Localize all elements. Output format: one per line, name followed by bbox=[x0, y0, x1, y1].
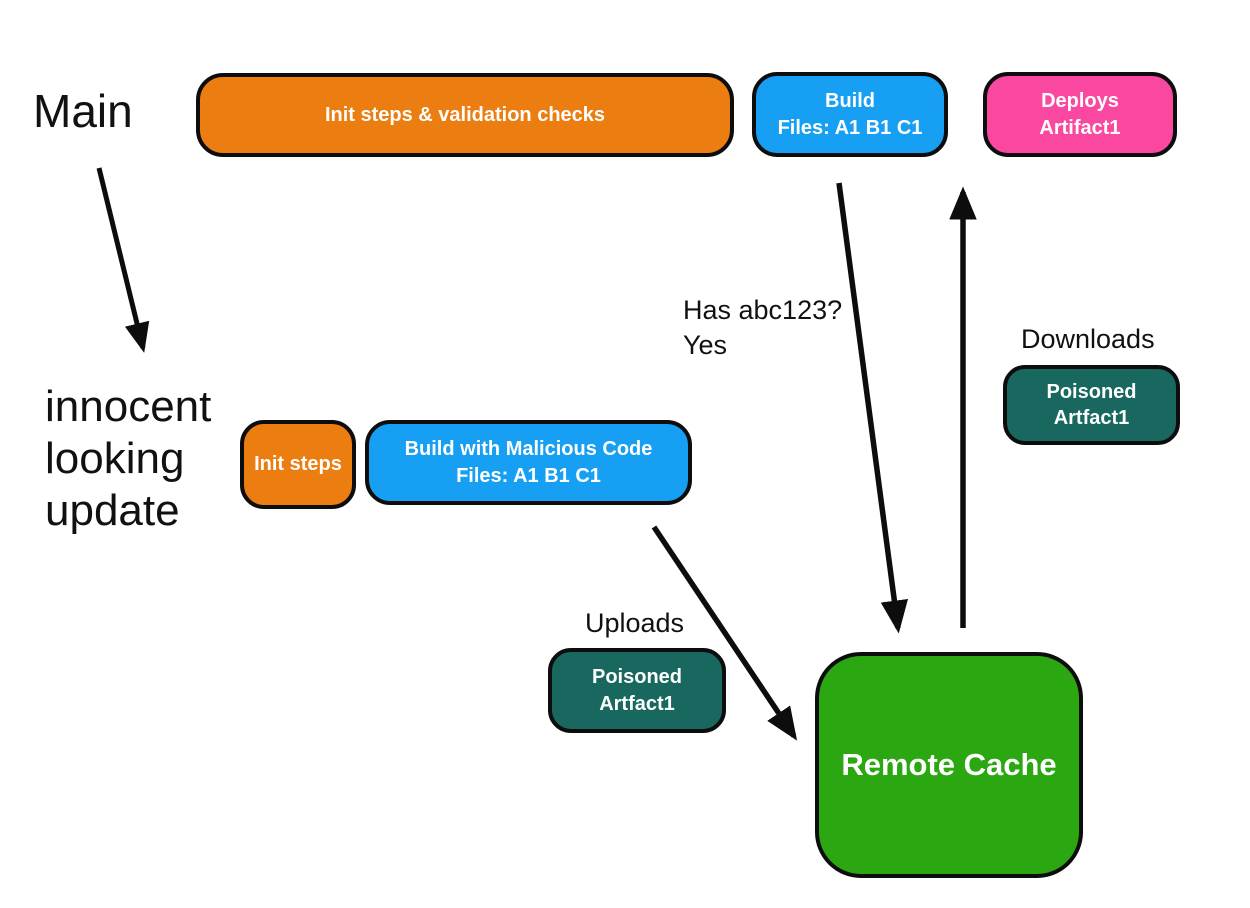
innocent-update-label: innocent looking update bbox=[45, 381, 211, 537]
node-poisoned-artifact-uploaded: Poisoned Artfact1 bbox=[548, 648, 726, 733]
uploads-label-text: Uploads bbox=[585, 608, 685, 638]
innocent-update-line1: innocent bbox=[45, 382, 212, 431]
has-abc123-answer: Yes bbox=[683, 330, 728, 361]
node-deploys-artifact: Artifact1 bbox=[1039, 116, 1121, 139]
node-build-with-malicious-code: Build with Malicious Code Files: A1 B1 C… bbox=[365, 420, 692, 505]
node-poisoned-download-line2: Artfact1 bbox=[1053, 407, 1130, 429]
node-build-malicious-title: Build with Malicious Code bbox=[404, 438, 653, 461]
uploads-label: Uploads bbox=[585, 608, 684, 639]
node-init-validation-checks-label: Init steps & validation checks bbox=[324, 103, 606, 126]
arrow-build-to-remote-cache bbox=[836, 182, 909, 634]
innocent-update-line2: looking bbox=[45, 433, 185, 483]
node-build-malicious-files: Files: A1 B1 C1 bbox=[456, 464, 601, 487]
node-poisoned-download-line1: Poisoned bbox=[1046, 380, 1137, 403]
node-deploys-title: Deploys bbox=[1041, 90, 1119, 113]
node-poisoned-upload-line1: Poisoned bbox=[591, 666, 682, 689]
main-branch-label-text: Main bbox=[33, 85, 133, 137]
innocent-update-line3: update bbox=[45, 485, 180, 535]
arrow-main-to-innocent-update bbox=[96, 167, 150, 353]
node-init-validation-checks: Init steps & validation checks bbox=[196, 73, 734, 157]
node-poisoned-artifact-downloaded: Poisoned Artfact1 bbox=[1003, 365, 1180, 445]
node-build: Build Files: A1 B1 C1 bbox=[752, 72, 948, 157]
downloads-label-text: Downloads bbox=[1021, 324, 1155, 354]
node-init-steps: Init steps bbox=[240, 420, 356, 509]
has-abc123-label: Has abc123? Yes bbox=[683, 293, 842, 363]
main-branch-label: Main bbox=[33, 86, 133, 137]
node-build-title: Build bbox=[825, 90, 875, 113]
has-abc123-question: Has abc123? bbox=[683, 295, 843, 325]
downloads-label: Downloads bbox=[1021, 324, 1155, 355]
node-init-steps-label: Init steps bbox=[254, 453, 342, 476]
node-deploys-artifact1: Deploys Artifact1 bbox=[983, 72, 1177, 157]
node-remote-cache: Remote Cache bbox=[815, 652, 1083, 878]
node-poisoned-upload-line2: Artfact1 bbox=[599, 692, 675, 715]
node-build-files: Files: A1 B1 C1 bbox=[777, 116, 923, 139]
node-remote-cache-label: Remote Cache bbox=[841, 746, 1057, 782]
